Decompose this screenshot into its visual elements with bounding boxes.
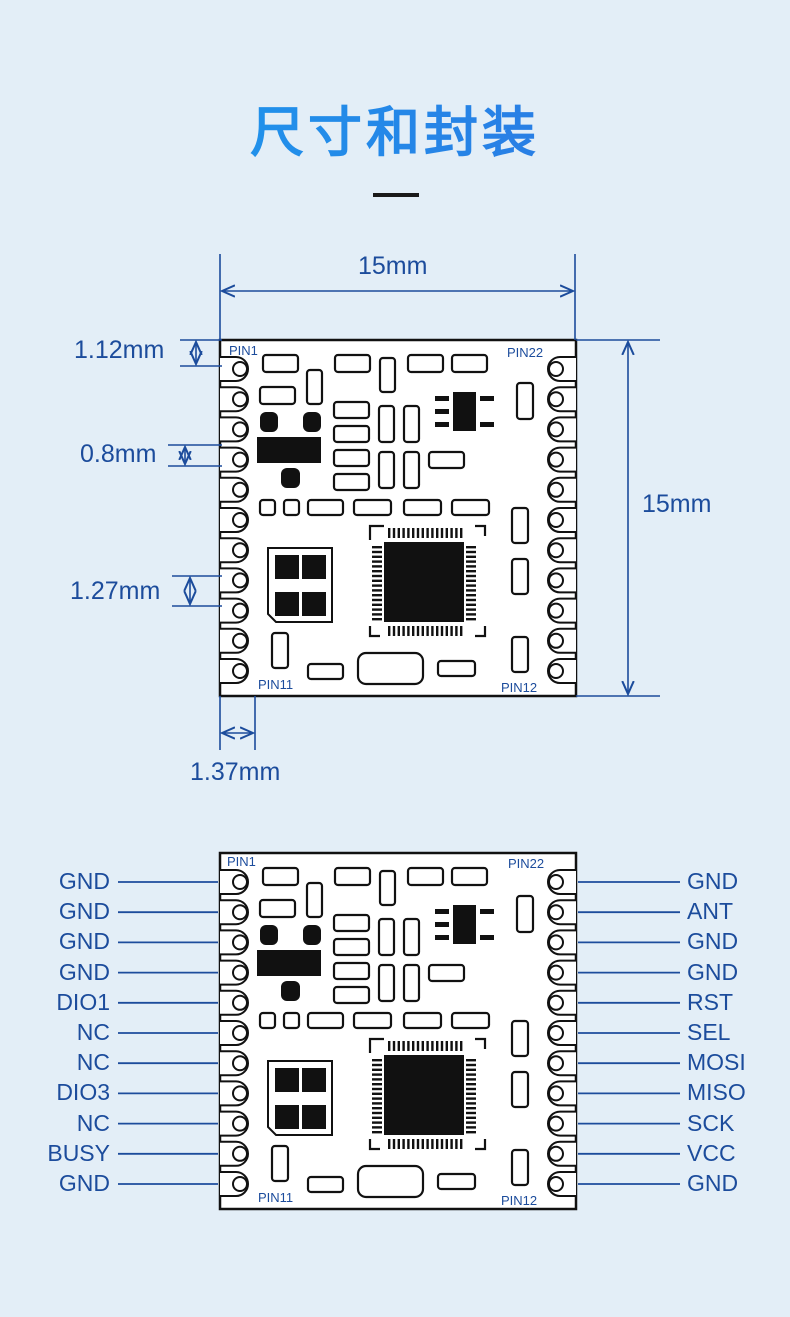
height-label: 15mm xyxy=(642,490,712,518)
pin-label-left: NC xyxy=(76,1109,110,1136)
pin-label-right: GND xyxy=(687,1170,739,1196)
edge-offset-label: 1.37mm xyxy=(190,758,281,786)
pin1-marker: PIN1 xyxy=(229,343,258,358)
pin-label-right: MISO xyxy=(687,1079,746,1106)
page-title: 尺寸和封装 xyxy=(0,88,790,167)
pin-label-left: DIO1 xyxy=(56,988,110,1015)
pin-label-left: GND xyxy=(58,868,110,894)
dimension-lines xyxy=(168,254,660,750)
pin-label-right: GND xyxy=(687,868,739,894)
pin-label-right: RST xyxy=(687,988,733,1015)
pin22-marker: PIN22 xyxy=(508,856,544,871)
pin-label-left: GND xyxy=(58,898,110,925)
pin-pitch-label: 1.27mm xyxy=(70,577,161,605)
pin22-marker: PIN22 xyxy=(507,345,543,360)
pad-width-label: 0.8mm xyxy=(80,440,157,468)
pin-label-right: MOSI xyxy=(687,1049,746,1076)
module-top xyxy=(218,338,578,698)
pin-label-right: SEL xyxy=(687,1019,731,1045)
pin-label-left: GND xyxy=(58,958,110,985)
pin-label-left: NC xyxy=(76,1019,110,1045)
pin12-marker: PIN12 xyxy=(501,680,537,695)
pin-label-right: GND xyxy=(687,928,739,955)
pin1-marker: PIN1 xyxy=(227,854,256,869)
module-bottom xyxy=(218,851,578,1211)
pin12-marker: PIN12 xyxy=(501,1193,537,1208)
pin-label-left: GND xyxy=(58,928,110,955)
pin-label-right: SCK xyxy=(687,1109,735,1136)
pin11-marker: PIN11 xyxy=(258,677,293,692)
pin-label-right: VCC xyxy=(687,1139,736,1166)
pin-label-left: BUSY xyxy=(47,1139,110,1166)
width-label: 15mm xyxy=(358,252,428,280)
pin11-marker: PIN11 xyxy=(258,1190,293,1205)
pin-label-right: ANT xyxy=(687,898,733,925)
pin-label-left: NC xyxy=(76,1049,110,1076)
pin-label-right: GND xyxy=(687,958,739,985)
pin-label-left: DIO3 xyxy=(56,1079,110,1106)
top-offset-label: 1.12mm xyxy=(74,336,165,364)
pin-label-left: GND xyxy=(58,1170,110,1196)
title-divider xyxy=(373,193,419,197)
